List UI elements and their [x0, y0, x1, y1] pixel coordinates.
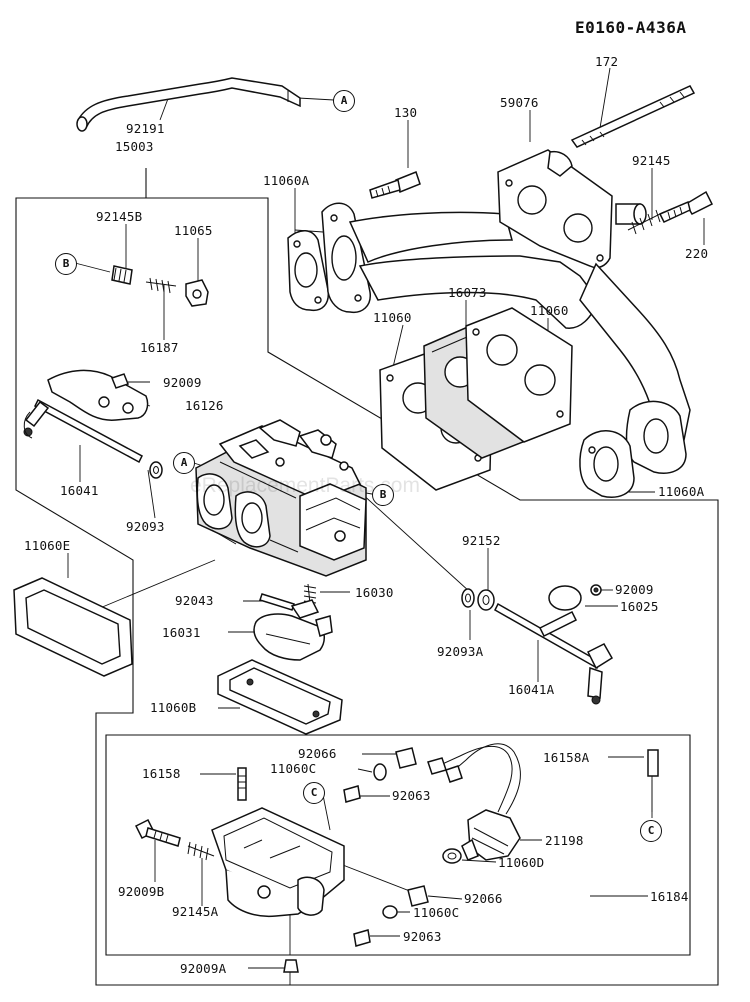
jet-92043	[259, 593, 295, 611]
part-label-16158A: 16158A	[543, 750, 590, 765]
part-label-11060C-lower: 11060C	[413, 905, 460, 920]
part-label-11060-left: 11060	[373, 310, 412, 325]
stud-bolt-172	[570, 85, 696, 148]
part-label-16126: 16126	[185, 398, 224, 413]
gasket-11060B	[217, 659, 343, 735]
gasket-11060E	[13, 577, 133, 677]
jet-92063-lower	[353, 929, 371, 947]
spring-92145A	[187, 841, 215, 861]
reference-marker-a-carb: A	[173, 452, 195, 474]
gasket-11060A-lower	[579, 430, 635, 498]
float-16031	[253, 599, 333, 661]
part-label-92152: 92152	[462, 533, 501, 548]
part-label-11060-right: 11060	[530, 303, 569, 318]
nut-11065	[185, 279, 209, 307]
part-label-16158: 16158	[142, 766, 181, 781]
part-label-92009-throttle: 92009	[615, 582, 654, 597]
assembly-frame-lines	[15, 168, 719, 986]
screw-92009-choke	[111, 373, 129, 389]
part-label-92145B: 92145B	[96, 209, 143, 224]
jet-92063-upper	[343, 785, 361, 803]
part-label-130: 130	[394, 105, 418, 120]
part-label-92145: 92145	[632, 153, 671, 168]
screw-92145B	[111, 265, 133, 285]
intake-manifold-59076	[321, 149, 691, 474]
part-label-16187: 16187	[140, 340, 179, 355]
reference-marker-a-top: A	[333, 90, 355, 112]
part-label-16030: 16030	[355, 585, 394, 600]
reference-marker-c-bowl: C	[303, 782, 325, 804]
screw-92009-throttle	[590, 584, 602, 596]
washer-11060D	[442, 848, 462, 864]
washer-11060C-upper	[373, 763, 387, 781]
part-label-11065: 11065	[174, 223, 213, 238]
part-label-92066-upper: 92066	[298, 746, 337, 761]
part-label-11060D: 11060D	[498, 855, 545, 870]
seal-92093	[149, 461, 163, 479]
seal-92093A	[461, 588, 475, 608]
watermark-text: eReplacementParts.com	[190, 474, 420, 497]
reference-marker-b-carb: B	[372, 484, 394, 506]
part-label-92093A: 92093A	[437, 644, 484, 659]
part-label-11060C-upper: 11060C	[270, 761, 317, 776]
part-label-11060B: 11060B	[150, 700, 197, 715]
part-label-15003: 15003	[115, 139, 154, 154]
part-label-21198: 21198	[545, 833, 584, 848]
washer-11060C-lower	[382, 905, 398, 919]
part-label-92063-upper: 92063	[392, 788, 431, 803]
part-label-92063-lower: 92063	[403, 929, 442, 944]
part-label-92043: 92043	[175, 593, 214, 608]
part-label-220: 220	[685, 246, 709, 261]
float-bowl-16184	[211, 807, 345, 918]
bolt-92066-lower	[407, 885, 429, 907]
bushing-92152	[477, 589, 495, 611]
part-label-92009B: 92009B	[118, 884, 165, 899]
part-label-92009A: 92009A	[180, 961, 227, 976]
part-label-16041A: 16041A	[508, 682, 555, 697]
part-label-11060A-lower: 11060A	[658, 484, 705, 499]
part-label-92191: 92191	[126, 121, 165, 136]
screw-220	[658, 190, 714, 223]
part-label-92009-choke: 92009	[163, 375, 202, 390]
part-label-59076: 59076	[500, 95, 539, 110]
part-label-92066-lower: 92066	[464, 891, 503, 906]
part-label-11060A-upper: 11060A	[263, 173, 310, 188]
part-label-16025: 16025	[620, 599, 659, 614]
part-label-92093: 92093	[126, 519, 165, 534]
main-jet-16158A	[647, 749, 659, 777]
gasket-11060A-upper	[287, 230, 330, 312]
choke-plate-16126	[47, 369, 149, 421]
choke-shaft-16041	[23, 398, 143, 464]
diagram-code: E0160-A436A	[575, 18, 687, 37]
part-label-16073: 16073	[448, 285, 487, 300]
spring-16187	[145, 277, 177, 294]
part-label-92145A: 92145A	[172, 904, 219, 919]
reference-marker-c-right: C	[640, 820, 662, 842]
bolt-92066-upper	[395, 747, 417, 769]
part-label-16041: 16041	[60, 483, 99, 498]
part-label-11060E: 11060E	[24, 538, 71, 553]
part-label-16031: 16031	[162, 625, 201, 640]
spring-92145	[627, 209, 665, 235]
part-label-16184: 16184	[650, 889, 689, 904]
bolt-130	[369, 171, 421, 199]
fuel-cut-solenoid-21198	[427, 743, 521, 861]
pilot-jet-16158	[237, 767, 247, 801]
part-label-172: 172	[595, 54, 619, 69]
breather-pipe-92191	[76, 77, 301, 132]
throttle-shaft-16041A	[494, 602, 614, 705]
carburetor-body	[195, 419, 367, 577]
screw-92009A	[283, 959, 299, 973]
bolt-92009B	[134, 818, 181, 847]
throttle-plate-16025	[548, 585, 582, 611]
gasket-11060-right	[465, 307, 573, 443]
reference-marker-b-left: B	[55, 253, 77, 275]
